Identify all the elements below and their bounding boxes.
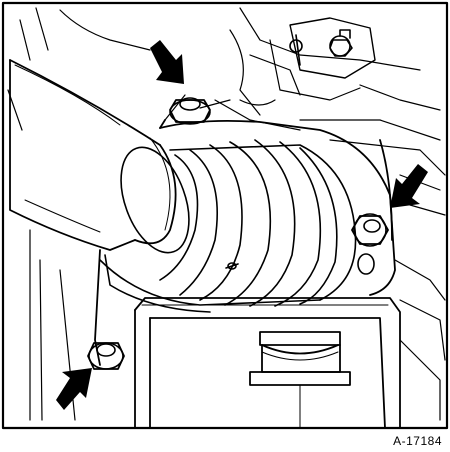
bolt-top [169, 97, 211, 125]
cv-boot [99, 139, 357, 313]
drive-shaft [9, 59, 190, 254]
arrow-down-left-icon [390, 164, 428, 208]
figure-border [1, 1, 449, 430]
arrow-up-right-icon [56, 368, 92, 410]
bolt-bottom-left [87, 342, 125, 370]
background-structure [7, 7, 446, 421]
bracket-top-right [289, 17, 376, 79]
transmission-housing [134, 297, 401, 429]
arrow-down-right-icon [150, 40, 184, 84]
bolt-right [351, 213, 389, 275]
figure-reference-code: A-17184 [393, 434, 442, 448]
